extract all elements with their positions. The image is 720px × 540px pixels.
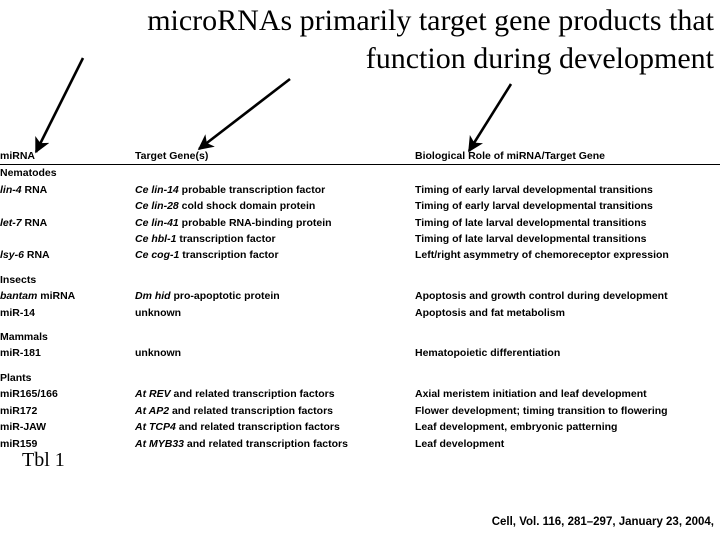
table-row: Ce lin-28 cold shock domain protein Timin… [0,198,720,214]
table-group-row: Nematodes [0,165,720,182]
table-row: miR-181 unknown Hematopoietic differentiat… [0,345,720,361]
column-header-biological-role: Biological Role of miRNA/Target Gene [415,148,720,166]
gene-name: Ce lin-28 [135,200,179,213]
table-group-row: Mammals [0,329,720,345]
cell-target-gene: unknown [135,306,182,319]
mirna-target-table: miRNA Target Gene(s) Biological Role of … [0,148,720,452]
page-title-line-1: microRNAs primarily target gene products… [147,4,714,37]
table-group-row: Plants [0,370,720,386]
cell-mirna: let-7 RNA [0,216,48,229]
cell-target-gene: At AP2 and related transcription factors [135,404,334,417]
gene-name: Ce cog-1 [135,249,180,262]
cell-biological-role: Timing of late larval developmental tran… [415,233,647,246]
gene-name: Ce lin-14 [135,183,179,196]
cell-target-gene: Ce lin-41 probable RNA-binding protein [135,216,332,229]
table-spacer-row [0,362,720,370]
table-row: miR172 At AP2 and related transcription f… [0,403,720,419]
gene-name: At MYB33 [135,437,185,450]
cell-target-gene: Ce lin-28 cold shock domain protein [135,200,316,213]
gene-name: Ce hbl-1 [135,233,177,246]
gene-name: Ce lin-41 [135,216,179,229]
table-row: miR-JAW At TCP4 and related transcription… [0,419,720,435]
cell-biological-role: Left/right asymmetry of chemoreceptor ex… [415,249,669,262]
spacer-cell [0,321,720,329]
table-figure: miRNA Target Gene(s) Biological Role of … [0,148,720,452]
cell-mirna: miR159 [0,437,38,450]
gene-name: lin-4 [0,183,22,196]
gene-name: let-7 [0,216,22,229]
table-body: Nematodes lin-4 RNA Ce lin-14 probable tra… [0,165,720,452]
cell-mirna: lsy-6 RNA [0,249,50,262]
column-header-target-gene: Target Gene(s) [135,148,415,166]
cell-target-gene: Ce hbl-1 transcription factor [135,233,276,246]
cell-biological-role: Axial meristem initiation and leaf devel… [415,388,647,401]
column-header-mirna: miRNA [0,148,135,166]
gene-name: lsy-6 [0,249,24,262]
cell-mirna [0,231,135,247]
table-head: miRNA Target Gene(s) Biological Role of … [0,148,720,166]
table-spacer-row [0,321,720,329]
cell-biological-role: Timing of early larval developmental tra… [415,183,653,196]
group-label-plants: Plants [0,371,32,384]
table-row: miR-14 unknown Apoptosis and fat metabolis… [0,305,720,321]
cell-biological-role: Leaf development [415,437,505,450]
spacer-cell [0,264,720,272]
table-row: let-7 RNA Ce lin-41 probable RNA-binding … [0,215,720,231]
table-caption: Tbl 1 [22,449,65,471]
cell-mirna: miR165/166 [0,388,58,401]
table-group-row: Insects [0,272,720,288]
cell-biological-role: Timing of early larval developmental tra… [415,200,653,213]
arrow-to-role-header [467,83,513,153]
cell-biological-role: Flower development; timing transition to… [415,404,668,417]
table-row: lsy-6 RNA Ce cog-1 transcription factor Le… [0,247,720,263]
arrow-to-target-header [197,77,291,151]
page-title-line-2: function during development [365,42,714,75]
cell-target-gene: At MYB33 and related transcription facto… [135,437,348,450]
spacer-cell [0,362,720,370]
cell-mirna: miR172 [0,404,38,417]
cell-biological-role: Apoptosis and fat metabolism [415,306,565,319]
cell-mirna: miR-14 [0,306,36,319]
gene-name: bantam [0,290,38,303]
table-row: miR165/166 At REV and related transcripti… [0,386,720,402]
gene-name: At AP2 [135,404,170,417]
group-label-mammals: Mammals [0,331,48,344]
cell-biological-role: Timing of late larval developmental tran… [415,216,647,229]
cell-biological-role: Apoptosis and growth control during deve… [415,290,668,303]
source-citation: Cell, Vol. 116, 281–297, January 23, 200… [491,516,714,528]
cell-biological-role: Hematopoietic differentiation [415,347,561,360]
cell-target-gene: Ce lin-14 probable transcription factor [135,183,326,196]
cell-mirna [0,198,135,214]
group-label-nematodes: Nematodes [0,167,57,180]
table-spacer-row [0,264,720,272]
cell-mirna: miR-JAW [0,421,47,434]
cell-target-gene: Ce cog-1 transcription factor [135,249,279,262]
page-title: microRNAs primarily target gene products… [8,2,714,78]
gene-name: At REV [135,388,171,401]
table-row: Ce hbl-1 transcription factor Timing of l… [0,231,720,247]
cell-mirna: miR-181 [0,347,41,360]
cell-target-gene: Dm hid pro-apoptotic protein [135,290,280,303]
cell-target-gene: At TCP4 and related transcription factor… [135,421,340,434]
cell-target-gene: unknown [135,347,182,360]
gene-name: At TCP4 [135,421,176,434]
table-row: lin-4 RNA Ce lin-14 probable transcriptio… [0,182,720,198]
table-row: bantam miRNA Dm hid pro-apoptotic protein… [0,288,720,304]
cell-biological-role: Leaf development, embryonic patterning [415,421,618,434]
cell-mirna: bantam miRNA [0,290,76,303]
table-header-row: miRNA Target Gene(s) Biological Role of … [0,148,720,166]
gene-name: Dm hid [135,290,171,303]
cell-mirna: lin-4 RNA [0,183,48,196]
table-row: miR159 At MYB33 and related transcription… [0,436,720,452]
cell-target-gene: At REV and related transcription factors [135,388,335,401]
group-label-insects: Insects [0,273,37,286]
